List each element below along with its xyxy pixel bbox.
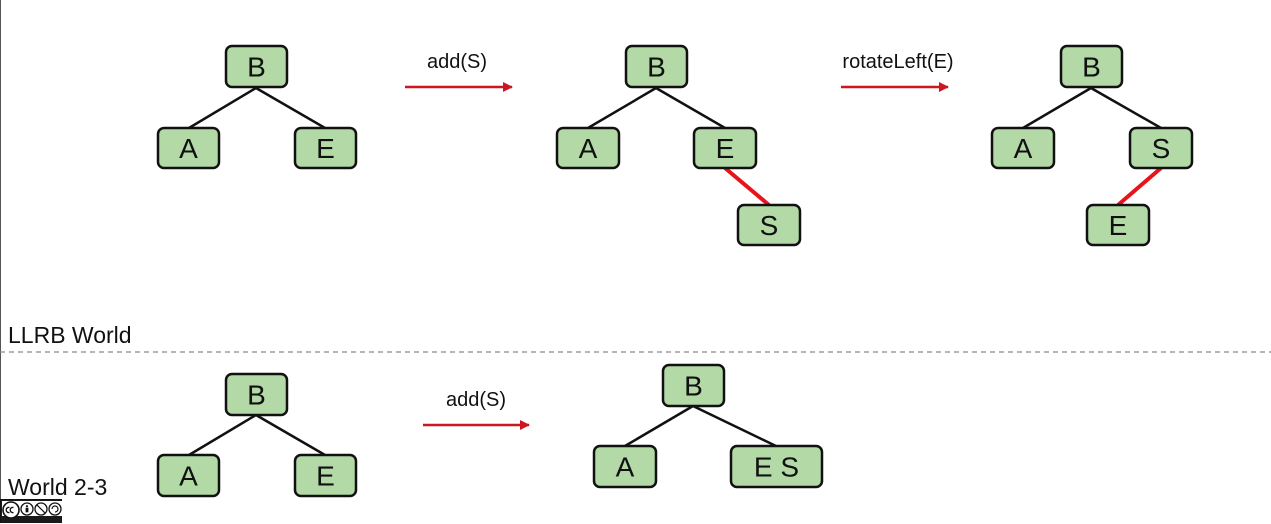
svg-text:E S: E S bbox=[754, 452, 799, 483]
svg-text:E: E bbox=[316, 461, 335, 492]
llrb-s2-edge-b-e bbox=[655, 86, 726, 130]
svg-text:B: B bbox=[1082, 52, 1101, 83]
svg-text:B: B bbox=[684, 371, 703, 402]
llrb-s1-node-right: E bbox=[293, 126, 358, 170]
llrb-s2-node-left: A bbox=[555, 126, 621, 170]
world-2-3-label: World 2-3 bbox=[8, 474, 108, 500]
w23-s2-node-right-3node: E S bbox=[729, 444, 824, 489]
llrb-world-label: LLRB World bbox=[8, 322, 132, 348]
w23-s2-edge-b-a bbox=[624, 404, 694, 448]
svg-text:B: B bbox=[647, 52, 666, 83]
llrb-s1-node-root: B bbox=[224, 44, 289, 89]
svg-text:A: A bbox=[179, 133, 198, 164]
svg-text:B: B bbox=[247, 52, 266, 83]
svg-text:E: E bbox=[316, 133, 335, 164]
w23-s1-edge-b-e bbox=[255, 413, 326, 457]
w23-s1-node-right: E bbox=[293, 453, 358, 498]
w23-s2-node-left: A bbox=[592, 444, 658, 489]
svg-text:S: S bbox=[760, 210, 779, 241]
svg-text:E: E bbox=[716, 133, 735, 164]
w23-s1-node-left: A bbox=[156, 453, 221, 498]
llrb-op1-label: add(S) bbox=[427, 51, 487, 73]
w23-s1-node-root: B bbox=[224, 372, 289, 417]
llrb-s3-edge-b-a bbox=[1022, 86, 1092, 130]
llrb-s2-node-right: E bbox=[692, 126, 758, 170]
llrb-s2-edge-e-s-red bbox=[723, 166, 771, 207]
w23-s2-edge-b-es bbox=[692, 404, 777, 448]
llrb-s1-node-left: A bbox=[156, 126, 221, 170]
llrb-s1-edge-b-e bbox=[255, 86, 326, 130]
svg-text:A: A bbox=[1014, 133, 1033, 164]
llrb-s3-edge-b-s bbox=[1090, 86, 1162, 130]
llrb-s2-edge-b-a bbox=[587, 86, 657, 130]
w23-s2-node-root: B bbox=[661, 363, 726, 408]
llrb-s1-edge-b-a bbox=[188, 86, 257, 130]
svg-text:B: B bbox=[247, 380, 266, 411]
llrb-s3-node-child: E bbox=[1085, 203, 1151, 247]
svg-text:A: A bbox=[579, 133, 598, 164]
llrb-s2-node-root: B bbox=[624, 44, 689, 89]
svg-text:E: E bbox=[1109, 210, 1128, 241]
llrb-s3-edge-s-e-red bbox=[1116, 166, 1163, 207]
llrb-s3-node-root: B bbox=[1059, 44, 1124, 89]
llrb-s2-node-child: S bbox=[736, 203, 802, 247]
w23-op1-label: add(S) bbox=[446, 389, 506, 411]
w23-s1-edge-b-a bbox=[188, 413, 257, 457]
llrb-s3-node-left: A bbox=[990, 126, 1056, 170]
llrb-op2-label: rotateLeft(E) bbox=[842, 51, 953, 73]
svg-text:A: A bbox=[179, 461, 198, 492]
creative-commons-by-nc-sa-icon bbox=[0, 499, 62, 523]
svg-text:A: A bbox=[616, 452, 635, 483]
svg-text:S: S bbox=[1152, 133, 1171, 164]
llrb-s3-node-right: S bbox=[1128, 126, 1194, 170]
